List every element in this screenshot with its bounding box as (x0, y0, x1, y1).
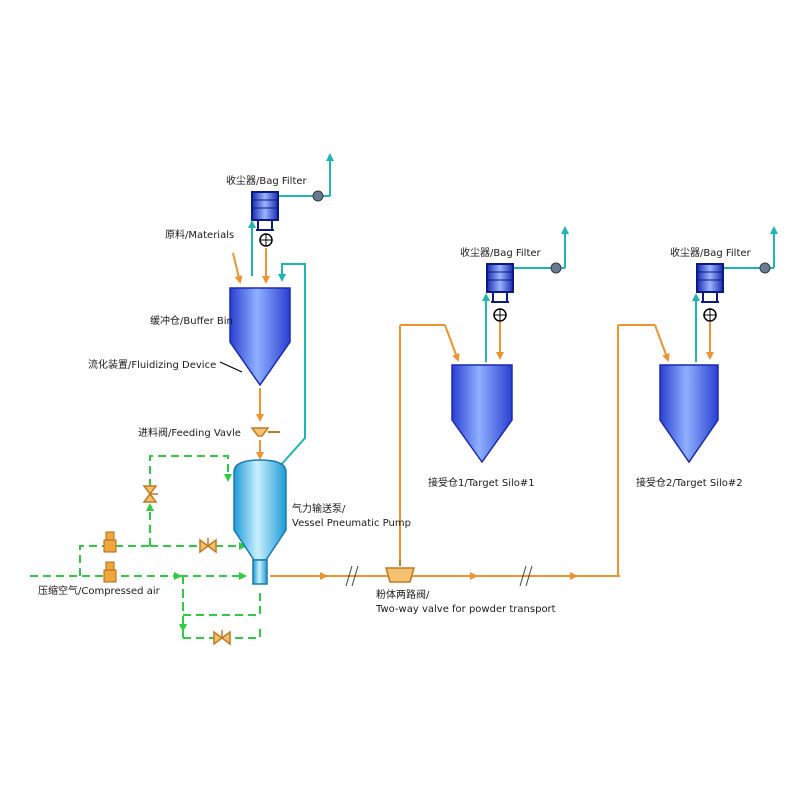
two-way-valve (385, 560, 415, 583)
pipe-break-marks (345, 565, 533, 587)
label-target-silo-1: 接受仓1/Target Silo#1 (428, 476, 535, 489)
label-materials: 原料/Materials (165, 228, 234, 241)
label-feeding-valve: 进料阀/Feeding Vavle (138, 426, 241, 439)
feeding-valve (250, 427, 280, 437)
air-valve-2 (103, 561, 117, 583)
bag-filter-1 (251, 153, 334, 247)
check-valve-top (142, 485, 158, 503)
label-pump-line2: Vessel Pneumatic Pump (292, 518, 411, 529)
vessel-pneumatic-pump (233, 459, 287, 585)
label-bag-filter-3: 收尘器/Bag Filter (670, 246, 752, 259)
label-two-way-valve-line1: 粉体两路阀/ (376, 588, 430, 601)
buffer-bin (229, 287, 291, 387)
label-two-way-valve-line2: Two-way valve for powder transport (375, 604, 556, 615)
label-target-silo-2: 接受仓2/Target Silo#2 (636, 476, 743, 489)
target-silo-2 (659, 364, 719, 464)
bag-filter-3 (696, 226, 778, 322)
label-bag-filter-2: 收尘器/Bag Filter (460, 246, 542, 259)
air-valve-1 (103, 531, 117, 553)
label-fluidizing-device: 流化装置/Fluidizing Device (88, 358, 216, 371)
label-pump-line1: 气力输送泵/ (292, 502, 346, 515)
fluidizing-device-pointer (219, 361, 243, 373)
label-buffer-bin: 缓冲仓/Buffer Bin (150, 314, 233, 327)
label-compressed-air: 压缩空气/Compressed air (38, 584, 161, 597)
main-conveying-line (270, 324, 670, 580)
check-valve-mid (199, 538, 217, 554)
compressed-air-lines (30, 455, 261, 642)
label-bag-filter-1: 收尘器/Bag Filter (226, 174, 308, 187)
check-valve-bottom (213, 630, 231, 646)
pump-vent-line (278, 263, 306, 467)
target-silo-1 (451, 364, 513, 464)
bag-filter-2 (486, 226, 569, 322)
